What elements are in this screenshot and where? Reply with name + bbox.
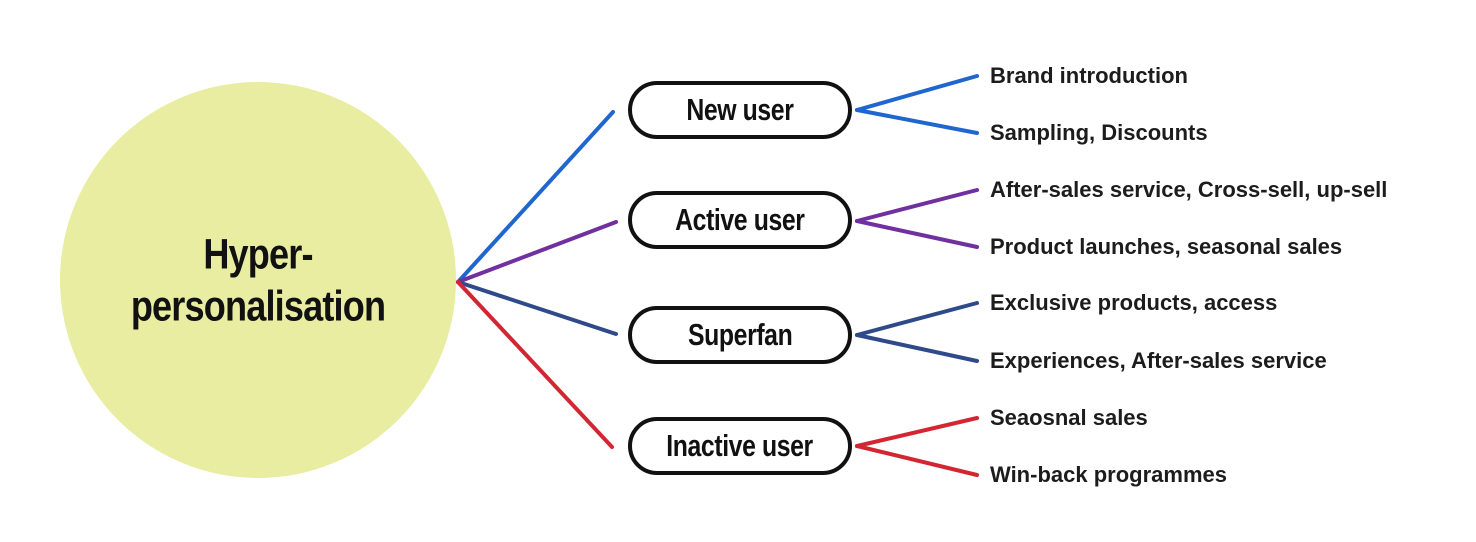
leaf-active-user-2: Product launches, seasonal sales (990, 234, 1343, 259)
node-inactive-user-label: Inactive user (666, 428, 814, 463)
connector-root-active-user (456, 220, 618, 284)
connector-inactive-user-leaf-2 (855, 444, 979, 477)
connector-superfan-leaf-2 (855, 333, 979, 363)
node-new-user-label: New user (686, 92, 794, 127)
node-superfan-label: Superfan (687, 317, 793, 352)
leaf-superfan-1: Exclusive products, access (990, 290, 1278, 315)
leaf-active-user-1: After-sales service, Cross-sell, up-sell (990, 177, 1388, 202)
node-active-user: Active user (628, 191, 852, 249)
root-title: Hyper- personalisation (130, 229, 386, 334)
connector-inactive-user-leaf-1 (855, 416, 979, 448)
connector-root-superfan (456, 280, 618, 336)
node-new-user: New user (628, 81, 852, 139)
leaf-inactive-user-1: Seaosnal sales (990, 405, 1148, 430)
connector-new-user-leaf-1 (855, 74, 979, 112)
connector-new-user-leaf-2 (855, 108, 979, 135)
connector-root-new-user (456, 110, 615, 284)
leaf-new-user-2: Sampling, Discounts (990, 120, 1208, 145)
leaf-superfan-2: Experiences, After-sales service (990, 348, 1327, 373)
root-circle (60, 82, 456, 478)
connector-active-user-leaf-2 (855, 219, 979, 249)
node-inactive-user: Inactive user (628, 417, 852, 475)
connector-root-inactive-user (456, 280, 614, 449)
leaf-inactive-user-2: Win-back programmes (990, 462, 1227, 487)
connector-superfan-leaf-1 (855, 301, 979, 337)
root-title-line-1: Hyper- (203, 230, 313, 279)
node-superfan: Superfan (628, 306, 852, 364)
leaf-new-user-1: Brand introduction (990, 63, 1188, 88)
connector-active-user-leaf-1 (855, 188, 979, 223)
node-active-user-label: Active user (675, 202, 805, 237)
root-title-line-2: personalisation (130, 283, 386, 331)
